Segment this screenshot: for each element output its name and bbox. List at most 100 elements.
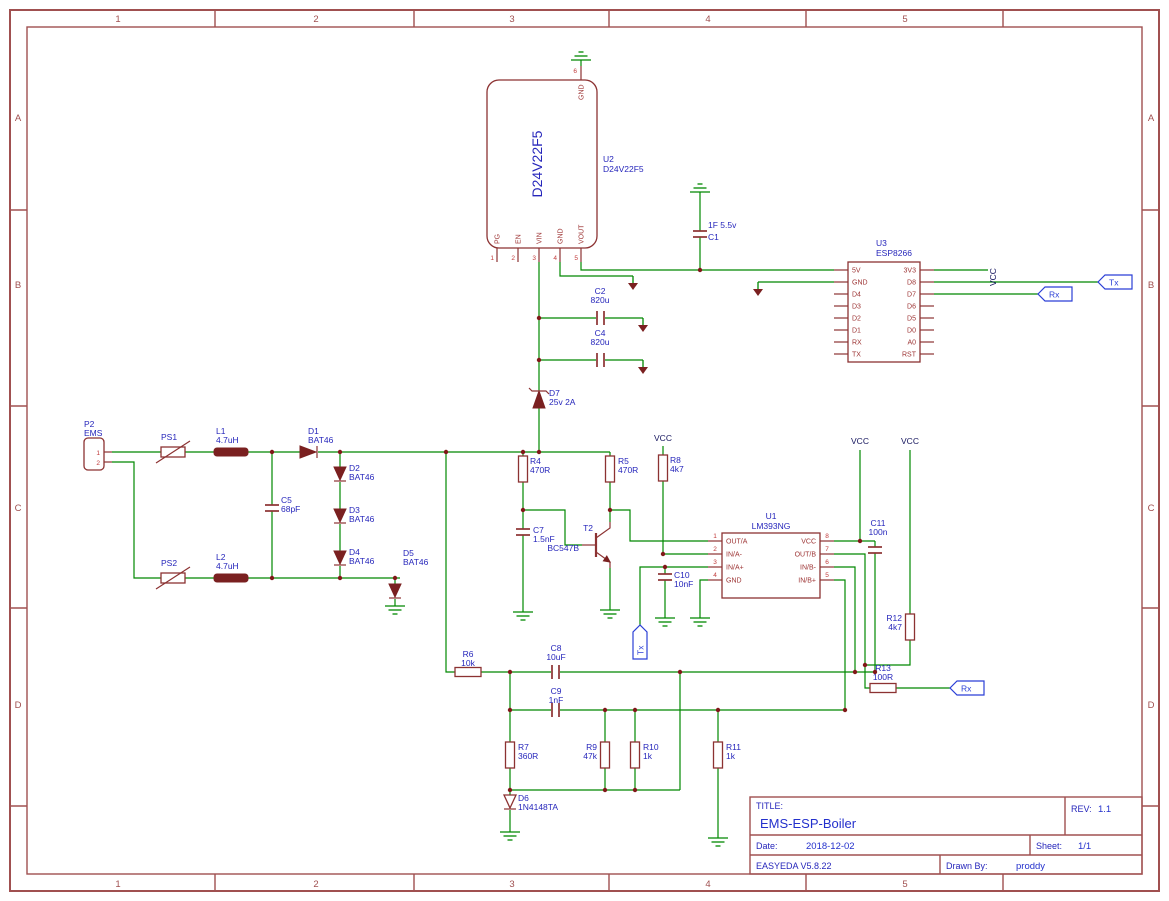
u1-pin-num: 8 (825, 533, 829, 540)
d7-value: 25v 2A (549, 397, 576, 407)
r10-ref: R10 (643, 742, 659, 752)
d7-ref: D7 (549, 388, 560, 398)
component-c8: C8 10uF (546, 643, 566, 679)
tx-flag-label: Tx (636, 645, 646, 655)
ground-icon (512, 611, 534, 621)
c4-value: 820u (591, 337, 610, 347)
d2-value: BAT46 (349, 472, 375, 482)
tx-flag-label: Tx (1109, 278, 1119, 288)
component-c1: 1F 5.5v C1 (693, 220, 737, 242)
vcc-net-label: VCC (654, 433, 672, 443)
c4-ref: C4 (595, 328, 606, 338)
grid-col-label: 2 (313, 14, 318, 25)
u3-pin-name: D1 (852, 328, 861, 335)
component-d2: D2 BAT46 (333, 463, 375, 482)
u3-pin-name: RST (902, 352, 917, 359)
ground-icon (499, 831, 521, 841)
u1-pin-num: 1 (713, 533, 717, 540)
u3-value: ESP8266 (876, 248, 912, 258)
p2-value: EMS (84, 428, 103, 438)
component-r10: R10 1k (629, 741, 659, 769)
r7-ref: R7 (518, 742, 529, 752)
r13-value: 100R (873, 672, 893, 682)
r8-ref: R8 (670, 455, 681, 465)
d3-ref: D3 (349, 505, 360, 515)
r12-ref: R12 (886, 613, 902, 623)
u3-pin-name: D6 (907, 304, 916, 311)
u1-pin-num: 2 (713, 546, 717, 553)
u1-pin-num: 7 (825, 546, 829, 553)
grid-row-label: C (1148, 503, 1155, 514)
u1-pin-name: IN/B+ (798, 578, 816, 585)
l1-value: 4.7uH (216, 435, 239, 445)
c8-value: 10uF (546, 652, 565, 662)
d4-ref: D4 (349, 547, 360, 557)
u2-value: D24V22F5 (603, 164, 644, 174)
c5-value: 68pF (281, 504, 300, 514)
component-r4: R4 470R (517, 455, 550, 483)
u3-pin-name: 5V (852, 268, 861, 275)
component-l1: L1 4.7uH (213, 426, 249, 457)
component-r6: R6 10k (454, 649, 482, 678)
u3-pin-name: D3 (852, 304, 861, 311)
c9-ref: C9 (551, 686, 562, 696)
r7-value: 360R (518, 751, 538, 761)
tool-version: EASYEDA V5.8.22 (756, 861, 832, 871)
grid-col-label: 1 (115, 879, 120, 890)
grid-row-label: A (1148, 113, 1155, 124)
rx-flag-bottom: Rx (949, 680, 985, 696)
grid-col-label: 5 (902, 14, 907, 25)
r9-ref: R9 (586, 742, 597, 752)
c1-value: 1F 5.5v (708, 220, 737, 230)
u1-pin-num: 5 (825, 572, 829, 579)
c7-value: 1.5nF (533, 534, 555, 544)
u1-pin-name: GND (726, 578, 742, 585)
u2-pin-name: GND (579, 84, 586, 100)
r4-value: 470R (530, 465, 550, 475)
component-r5: R5 470R (604, 455, 638, 483)
ground-icon (384, 605, 406, 615)
u2-pin-name: GND (558, 228, 565, 244)
grid-row-label: D (15, 700, 22, 711)
l1-ref: L1 (216, 426, 226, 436)
r6-ref: R6 (463, 649, 474, 659)
component-u3-esp8266: U3 ESP8266 5V GND D4 D3 D2 D1 RX TX 3V3 … (834, 238, 934, 363)
component-r11: R11 1k (712, 741, 741, 769)
grid-col-label: 3 (509, 14, 514, 25)
r4-ref: R4 (530, 456, 541, 466)
r10-value: 1k (643, 751, 653, 761)
component-c11: C11 100n (868, 518, 888, 554)
sheet-frame: 1 2 3 4 5 1 2 3 4 5 A B C D A B C D (9, 9, 1160, 892)
u3-pin-name: D0 (907, 328, 916, 335)
date-value: 2018-12-02 (806, 841, 855, 852)
ground-icon (707, 837, 729, 847)
u1-pin-name: VCC (801, 539, 816, 546)
sheet-value: 1/1 (1078, 841, 1091, 852)
u3-pin-name: D4 (852, 292, 861, 299)
c1-ref: C1 (708, 232, 719, 242)
c8-ref: C8 (551, 643, 562, 653)
p2-pin-num: 1 (96, 450, 100, 457)
component-p2-connector: P2 EMS 1 2 (83, 419, 112, 471)
component-c9: C9 1nF (549, 686, 563, 717)
component-l2: L2 4.7uH (213, 552, 249, 583)
p2-ref: P2 (84, 419, 95, 429)
r11-value: 1k (726, 751, 736, 761)
grid-row-label: B (15, 280, 21, 291)
u1-ref: U1 (766, 511, 777, 521)
rx-flag-top: Rx (1037, 286, 1073, 302)
vcc-net-label: VCC (901, 436, 919, 446)
schematic-title: EMS-ESP-Boiler (760, 816, 857, 831)
t2-value: BC547B (547, 543, 579, 553)
c5-ref: C5 (281, 495, 292, 505)
component-d5: D5 BAT46 (388, 548, 429, 599)
u2-pin-name: VIN (537, 232, 544, 244)
c10-ref: C10 (674, 570, 690, 580)
ground-arrow-icon (637, 359, 649, 375)
d3-value: BAT46 (349, 514, 375, 524)
u2-pin-num: 2 (511, 255, 515, 262)
c2-value: 820u (591, 295, 610, 305)
p2-pin-num: 2 (96, 460, 100, 467)
d2-ref: D2 (349, 463, 360, 473)
